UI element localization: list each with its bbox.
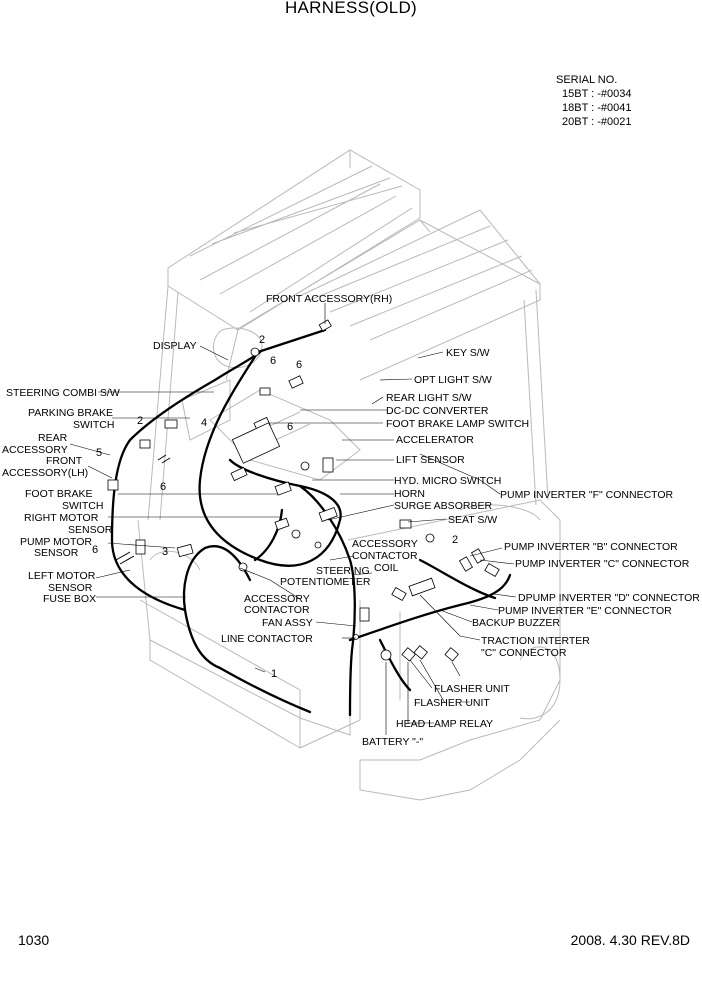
label-right-motor-sensor-line2: SENSOR — [68, 524, 113, 536]
label-hyd-micro-switch: HYD. MICRO SWITCH — [394, 475, 501, 487]
label-dpump-inverter-d: DPUMP INVERTER "D" CONNECTOR — [518, 592, 700, 604]
label-fan-assy: FAN ASSY — [262, 617, 313, 629]
label-left-motor-sensor-line1: LEFT MOTOR — [28, 570, 96, 582]
diagram-title: HARNESS(OLD) — [284, 0, 418, 17]
label-line-contactor: LINE CONTACTOR — [221, 633, 313, 645]
callout-2-top: 2 — [259, 334, 265, 346]
label-battery-negative: BATTERY "-" — [362, 736, 423, 748]
label-lift-sensor: LIFT SENSOR — [396, 454, 465, 466]
label-accessory-contactor-coil-line2: CONTACTOR — [352, 550, 418, 562]
label-traction-inverter-line1: TRACTION INTERTER — [481, 635, 590, 647]
label-accessory-contactor-line1: ACCESSORY — [244, 593, 310, 605]
label-dc-dc-converter: DC-DC CONVERTER — [386, 405, 489, 417]
label-traction-inverter-line2: "C" CONNECTOR — [481, 647, 567, 659]
label-horn: HORN — [394, 488, 425, 500]
callout-4: 4 — [201, 417, 207, 429]
label-front-accessory-lh-line1: FRONT — [46, 455, 83, 467]
callout-5: 5 — [96, 447, 102, 459]
serial-row-18bt: 18BT : -#0041 — [562, 102, 632, 114]
callout-2-left: 2 — [137, 415, 143, 427]
label-foot-brake-switch-line1: FOOT BRAKE — [25, 488, 93, 500]
label-accessory-contactor-line2: CONTACTOR — [244, 604, 310, 616]
label-pump-motor-sensor-line1: PUMP MOTOR — [20, 536, 92, 548]
revision-date: 2008. 4.30 REV.8D — [570, 932, 690, 948]
label-accessory-contactor-coil-line1: ACCESSORY — [352, 538, 418, 550]
label-steering-potentiometer-line2: POTENTIOMETER — [280, 576, 371, 588]
label-right-motor-sensor-line1: RIGHT MOTOR — [24, 512, 99, 524]
label-steering-combi-sw: STEERING COMBI S/W — [6, 387, 120, 399]
label-steering-potentiometer-line1: STEERING — [316, 565, 370, 577]
serial-heading: SERIAL NO. — [556, 74, 618, 86]
label-seat-sw: SEAT S/W — [448, 514, 497, 526]
label-opt-light-sw: OPT LIGHT S/W — [414, 374, 492, 386]
label-front-accessory-lh-line2: ACCESSORY(LH) — [2, 467, 88, 479]
label-rear-accessory-line1: REAR — [38, 432, 68, 444]
label-foot-brake-lamp-switch: FOOT BRAKE LAMP SWITCH — [386, 418, 529, 430]
label-rear-accessory-line2: ACCESSORY — [2, 444, 68, 456]
callout-6-mid: 6 — [287, 421, 293, 433]
label-pump-inverter-e: PUMP INVERTER "E" CONNECTOR — [498, 605, 672, 617]
label-pump-inverter-b: PUMP INVERTER "B" CONNECTOR — [504, 541, 678, 553]
callout-6-left: 6 — [160, 481, 166, 493]
page-number: 1030 — [18, 932, 50, 948]
callout-6-top: 6 — [296, 359, 302, 371]
serial-row-20bt: 20BT : -#0021 — [562, 116, 632, 128]
label-accessory-contactor-coil-line3: COIL — [374, 562, 399, 574]
label-key-sw: KEY S/W — [446, 347, 490, 359]
component-markers — [107, 319, 500, 662]
label-left-motor-sensor-line2: SENSOR — [48, 582, 93, 594]
serial-number-block: SERIAL NO. 15BT : -#0034 18BT : -#0041 2… — [556, 73, 632, 129]
callout-2-right: 2 — [452, 534, 458, 546]
label-pump-inverter-c: PUMP INVERTER "C" CONNECTOR — [515, 558, 690, 570]
label-rear-light-sw: REAR LIGHT S/W — [386, 392, 472, 404]
label-head-lamp-relay: HEAD LAMP RELAY — [396, 718, 493, 730]
callout-3: 3 — [162, 546, 168, 558]
label-foot-brake-switch-line2: SWITCH — [62, 500, 103, 512]
label-surge-absorber: SURGE ABSORBER — [394, 500, 492, 512]
label-pump-motor-sensor-line2: SENSOR — [34, 547, 79, 559]
label-display: DISPLAY — [153, 340, 197, 352]
callout-1: 1 — [271, 668, 277, 680]
label-parking-brake-line1: PARKING BRAKE — [28, 407, 113, 419]
component-labels: FRONT ACCESSORY(RH) DISPLAY KEY S/W OPT … — [2, 293, 700, 748]
label-accelerator: ACCELERATOR — [396, 434, 474, 446]
serial-row-15bt: 15BT : -#0034 — [562, 88, 632, 100]
label-flasher-unit-1: FLASHER UNIT — [434, 683, 510, 695]
label-parking-brake-line2: SWITCH — [73, 419, 114, 431]
callout-numbers: 1 2 2 2 3 4 5 6 6 6 6 6 — [92, 334, 458, 680]
label-pump-inverter-f: PUMP INVERTER "F" CONNECTOR — [500, 489, 674, 501]
label-fuse-box: FUSE BOX — [43, 593, 96, 605]
callout-6-display: 6 — [270, 355, 276, 367]
label-backup-buzzer: BACKUP BUZZER — [472, 617, 560, 629]
callout-6-lower: 6 — [92, 544, 98, 556]
leader-lines — [69, 303, 517, 735]
label-flasher-unit-2: FLASHER UNIT — [414, 697, 490, 709]
label-front-accessory-rh: FRONT ACCESSORY(RH) — [266, 293, 392, 305]
